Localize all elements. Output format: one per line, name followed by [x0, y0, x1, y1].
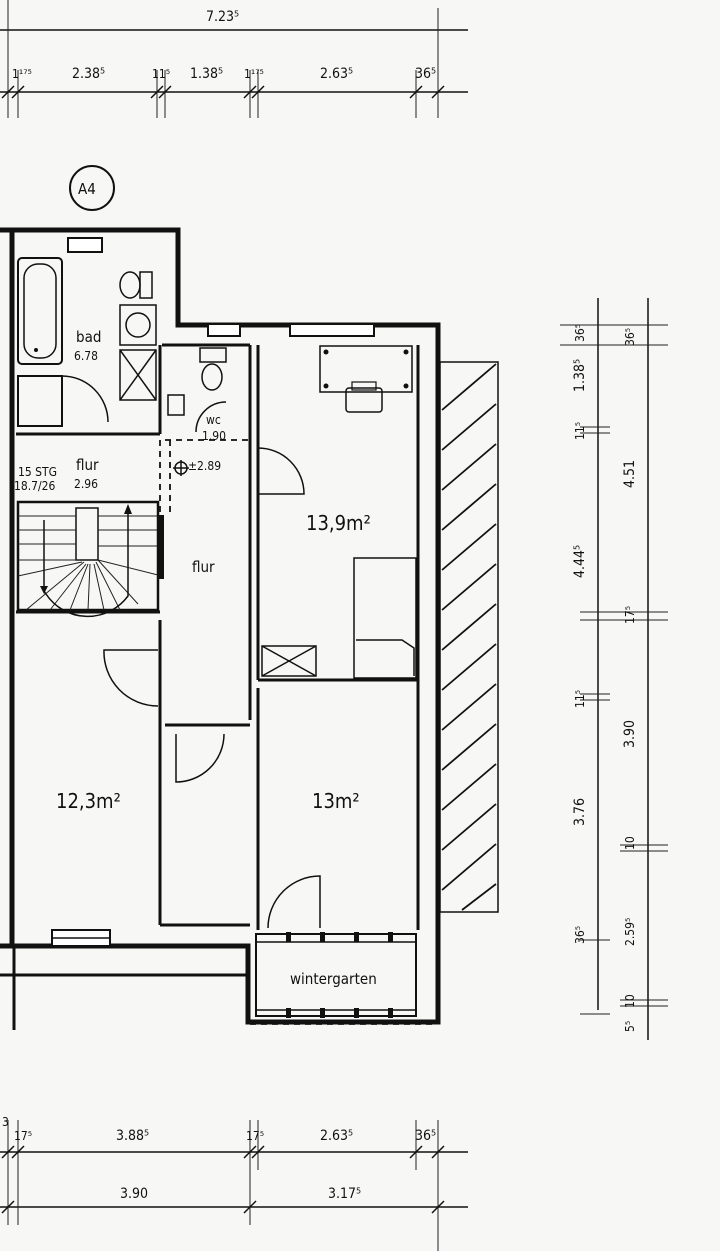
dim-top-seg-1: 1¹⁷⁵ [12, 67, 32, 81]
dim-bottom-seg-6: 36⁵ [415, 1128, 436, 1144]
interior-walls [16, 343, 420, 930]
unit-label-text: A4 [78, 180, 96, 198]
dim-top-seg-7: 36⁵ [415, 66, 436, 82]
wc-name: wc [206, 413, 221, 427]
bad-name: bad [76, 328, 101, 346]
dim-right-inner-5: 11⁵ [573, 690, 587, 708]
outer-walls [0, 227, 441, 1030]
dim-bottom-total-2: 3.17⁵ [328, 1186, 361, 1202]
bedroom-left: 12,3m² [56, 789, 121, 813]
dim-right-outer-2: 4.51 [622, 460, 638, 488]
flur-upper-name: flur [76, 456, 99, 474]
bad-area: 6.78 [74, 349, 98, 363]
dim-top-seg-3: 11⁵ [152, 67, 170, 81]
level-marker [173, 460, 189, 476]
dim-right-outer-3: 17⁵ [623, 606, 637, 624]
wintergarten-room: wintergarten [250, 932, 436, 1025]
dim-right-outer-5: 10 [623, 836, 637, 850]
dim-right-inner-3: 11⁵ [573, 422, 587, 440]
dim-right-inner-4: 4.44⁵ [572, 545, 588, 578]
bedroom-large: 13,9m² [261, 345, 417, 679]
dim-right-outer-1: 36⁵ [623, 328, 637, 346]
flur-upper-area: 2.96 [74, 477, 98, 491]
dim-top-seg-5: 1¹⁷⁵ [244, 67, 264, 81]
dim-bottom-seg-3: 3.88⁵ [116, 1128, 149, 1144]
stair-count: 15 STG [18, 465, 57, 479]
dim-right-inner-8: 5⁵ [623, 1021, 637, 1032]
stair-ratio: 18.7/26 [14, 479, 56, 493]
dim-right-outer-6: 2.59⁵ [623, 918, 637, 946]
dim-right-inner-7: 36⁵ [573, 926, 587, 944]
living-room: 13m² [267, 789, 360, 929]
dim-top-seg-2: 2.38⁵ [72, 66, 105, 82]
room-123-area: 12,3m² [56, 789, 121, 813]
room-13-area: 13m² [312, 789, 360, 813]
wc-area: 1.90 [202, 429, 226, 443]
wintergarten-name: wintergarten [290, 970, 377, 988]
balcony [439, 361, 499, 913]
lower-hall: ±2.89 flur [103, 447, 305, 783]
dim-right-outer-4: 3.90 [622, 720, 638, 748]
dim-right-inner-2: 1.38⁵ [572, 359, 588, 392]
dim-bottom-seg-1: 3 [2, 1115, 9, 1129]
dim-right-inner-6: 3.76 [572, 798, 588, 826]
dim-bottom-seg-4: 17⁵ [246, 1129, 264, 1143]
bottom-dimensions: 3 17⁵ 3.88⁵ 17⁵ 2.63⁵ 36⁵ 3.90 3.17⁵ [0, 1115, 468, 1251]
flur-lower-name: flur [192, 558, 215, 576]
dim-top-seg-4: 1.38⁵ [190, 66, 223, 82]
wc-room: wc 1.90 [167, 347, 227, 443]
upper-hall-stair: 15 STG 18.7/26 flur 2.96 [14, 456, 164, 618]
level-text: ±2.89 [188, 459, 221, 473]
dim-bottom-seg-2: 17⁵ [14, 1129, 32, 1143]
dim-bottom-seg-5: 2.63⁵ [320, 1128, 353, 1144]
dim-top-seg-6: 2.63⁵ [320, 66, 353, 82]
unit-label: A4 [69, 165, 115, 211]
dim-right-inner-1: 36⁵ [573, 324, 587, 342]
room-139-area: 13,9m² [306, 511, 371, 535]
dim-top-total: 7.23⁵ [206, 9, 239, 25]
right-dimensions: 36⁵ 1.38⁵ 11⁵ 4.44⁵ 11⁵ 3.76 36⁵ 5⁵ 36⁵ … [560, 298, 668, 1040]
top-dimensions: 7.23⁵ 1¹⁷⁵ 2.38⁵ 11⁵ 1.38⁵ 1¹⁷⁵ 2.63⁵ 36… [0, 0, 468, 118]
bathroom: bad 6.78 [17, 257, 157, 427]
dim-right-outer-7: 10 [623, 994, 637, 1008]
dim-bottom-total-1: 3.90 [120, 1186, 148, 1202]
